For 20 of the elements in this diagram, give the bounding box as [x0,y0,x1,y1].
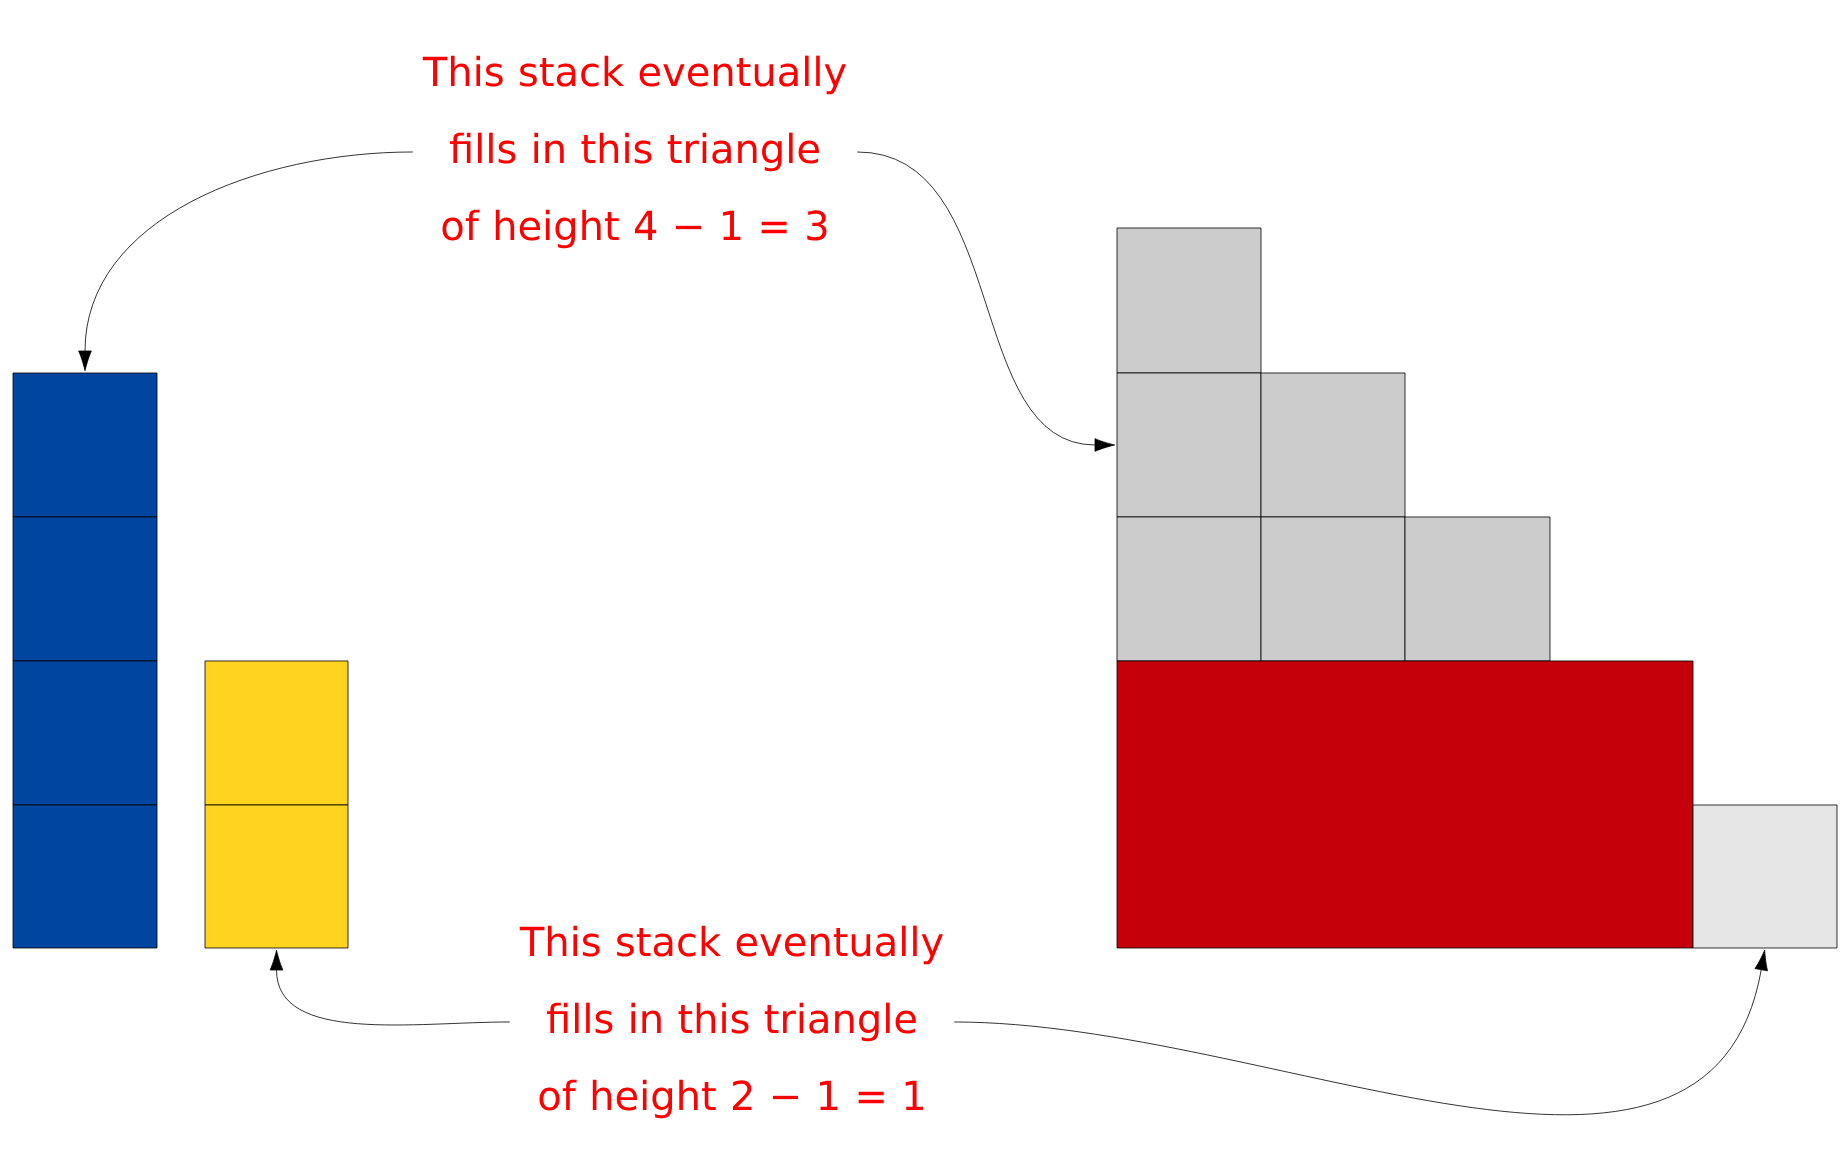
curved-arrow [269,949,511,1026]
block [204,660,349,806]
curved-arrow [78,151,414,372]
block [1260,372,1406,518]
block [1260,516,1406,662]
annotation-text: This stack eventually fills in this triangle of height 2 − 1 = 1 [519,925,943,1119]
block [204,804,349,949]
block [1692,804,1838,949]
block [12,660,158,806]
bar [1116,660,1694,949]
block [1116,372,1262,518]
curved-arrow [856,151,1116,452]
block [12,372,158,518]
annotation-text: This stack eventually fills in this triangle of height 4 − 1 = 3 [422,55,846,249]
curved-arrow [953,949,1768,1115]
block [12,804,158,949]
block [12,516,158,662]
block [1116,516,1262,662]
block [1404,516,1551,662]
block [1116,227,1262,374]
